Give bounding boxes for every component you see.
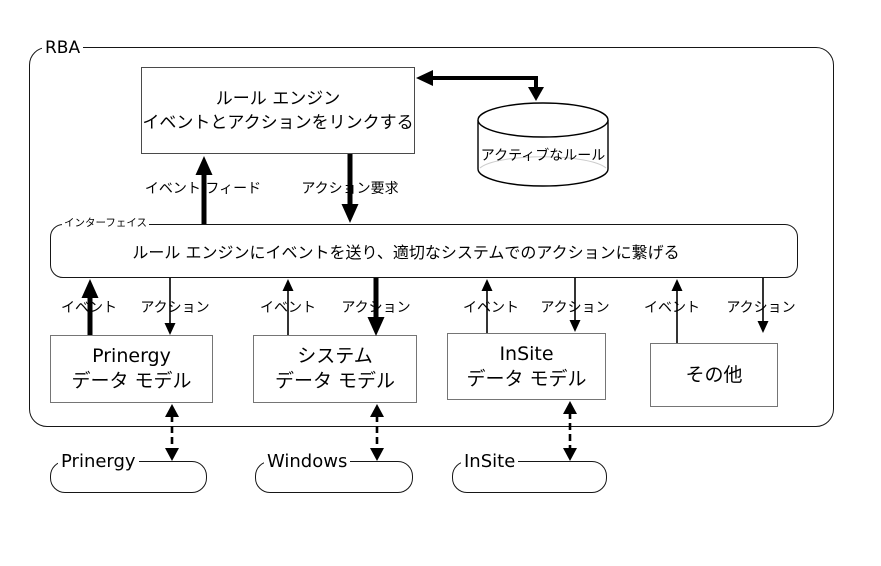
rba-label: RBA — [42, 38, 84, 60]
interface-description: ルール エンジンにイベントを送り、適切なシステムでのアクションに繋げる — [132, 243, 680, 262]
prinergy-action-label: アクション — [140, 300, 210, 316]
system-data-model-subtitle: データ モデル — [274, 370, 396, 392]
system-event-label: イベント — [260, 300, 316, 316]
rule-engine-title: ルール エンジン — [215, 88, 341, 109]
interface-label: インターフェイス — [62, 217, 150, 231]
interface-container: ルール エンジンにイベントを送り、適切なシステムでのアクションに繋げる — [50, 224, 798, 278]
system-action-label: アクション — [341, 300, 411, 316]
insite-data-model-title: InSite — [499, 342, 554, 365]
insite-action-label: アクション — [540, 300, 610, 316]
others-box-title: その他 — [685, 363, 743, 386]
prinergy-event-label: イベント — [61, 300, 117, 316]
prinergy-data-model-box: Prinergy データ モデル — [50, 335, 213, 403]
others-box: その他 — [650, 343, 778, 407]
prinergy-system-label: Prinergy — [58, 451, 139, 472]
system-data-model-box: システム データ モデル — [253, 335, 417, 403]
insite-data-model-subtitle: データ モデル — [466, 367, 587, 390]
rule-engine-box: ルール エンジン イベントとアクションをリンクする — [141, 67, 415, 154]
action-request-label: アクション要求 — [301, 181, 399, 197]
insite-system-label: InSite — [461, 451, 519, 472]
event-feed-label: イベント フィード — [144, 181, 262, 197]
others-action-label: アクション — [726, 300, 796, 316]
rule-engine-subtitle: イベントとアクションをリンクする — [142, 112, 414, 133]
system-data-model-title: システム — [297, 345, 373, 367]
prinergy-data-model-subtitle: データ モデル — [71, 370, 192, 392]
active-rules-label: アクティブなルール — [480, 148, 606, 164]
prinergy-data-model-title: Prinergy — [92, 345, 171, 367]
rba-boundary — [29, 47, 834, 427]
windows-system-label: Windows — [264, 451, 351, 472]
others-event-label: イベント — [644, 300, 700, 316]
insite-data-model-box: InSite データ モデル — [447, 333, 606, 400]
insite-event-label: イベント — [463, 300, 519, 316]
